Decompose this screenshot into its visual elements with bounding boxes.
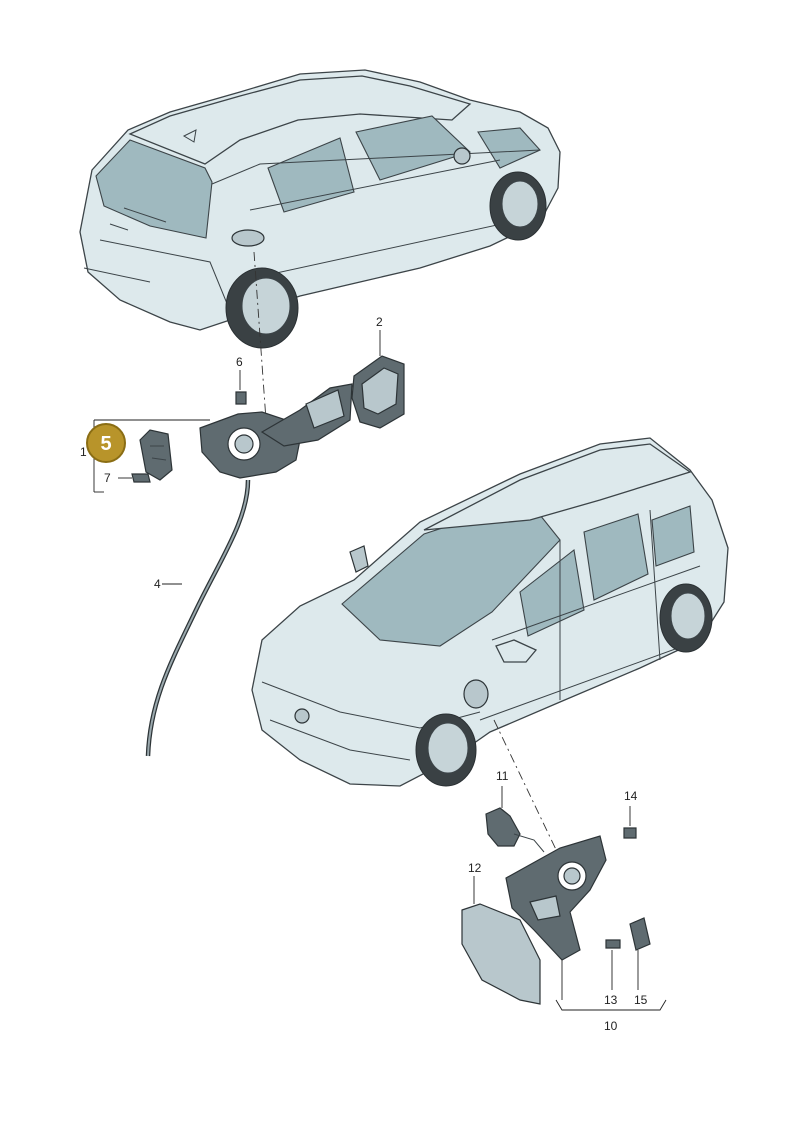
lock-actuator-11 [485,807,521,847]
screw-14 [623,827,637,839]
upper-fuel-flap-assembly [131,251,405,757]
fuel-flap-location-rear [231,229,265,247]
callout-1: 1 [80,445,87,459]
car-front-view [251,437,729,787]
screw-13 [605,939,621,949]
car-rear-view [79,69,561,349]
callout-labels: 2 6 1 7 4 11 14 12 13 15 10 [80,315,648,1033]
lower-fuel-flap-assembly [461,719,651,1005]
callout-13: 13 [604,993,618,1007]
screw-6 [235,391,247,405]
screw-7 [131,473,151,483]
mirror-front-view [495,639,538,663]
callout-10: 10 [604,1019,618,1033]
fuel-flap-location-front [463,679,489,709]
callout-15: 15 [634,993,648,1007]
highlight-badge-label: 5 [100,433,111,455]
lower-leader-lines [473,786,667,1011]
mirror-rear-view [453,147,471,165]
callout-2: 2 [376,315,383,329]
drain-hose-4 [145,479,251,757]
fuel-flap-cover-12 [461,903,541,1005]
callout-12: 12 [468,861,482,875]
callout-11: 11 [496,769,509,783]
sensor-15 [629,917,651,951]
callout-6: 6 [236,355,243,369]
actuator-5-highlighted [139,429,173,481]
highlight-badge[interactable]: 5 [86,423,126,463]
callout-7: 7 [104,471,111,485]
callout-4: 4 [154,577,161,591]
callout-14: 14 [624,789,638,803]
